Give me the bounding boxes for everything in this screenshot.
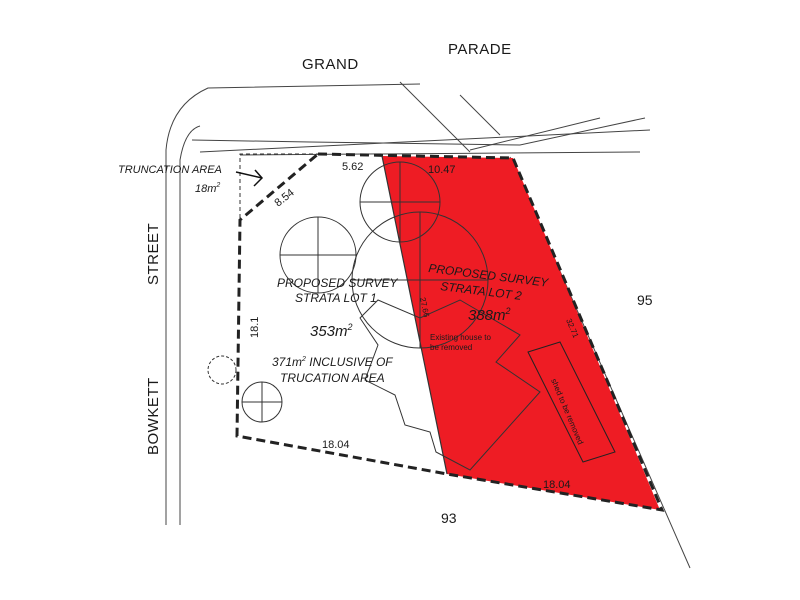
truncation-arrow: [235, 169, 264, 187]
dim-south-lot1: 18.04: [322, 439, 350, 451]
lot-divide-line: [381, 155, 448, 475]
road-name-grand: GRAND: [302, 56, 359, 73]
lot1-area: 353m2: [310, 322, 353, 340]
shed-outline: [527, 341, 616, 463]
truncation-area: 18m2: [195, 182, 220, 195]
site-boundary: [235, 152, 665, 512]
road-name-parade: PARADE: [448, 41, 512, 58]
dim-diagonal: 8.54: [272, 187, 296, 210]
road-name-street: STREET: [145, 223, 162, 285]
lot1-label-line2: STRATA LOT 1: [295, 291, 377, 305]
lot2-note-line2: be removed: [430, 343, 472, 352]
lot2-area: 388m2: [468, 306, 511, 324]
dim-west: 18.1: [249, 317, 261, 338]
road-name-bowkett: BOWKETT: [145, 377, 162, 455]
lot1-label-line1: PROPOSED SURVEY: [277, 276, 398, 290]
dim-divide: 27.66: [418, 297, 431, 319]
truncation-title: TRUNCATION AREA: [118, 164, 222, 176]
lot2-note-line1: Existing house to: [430, 333, 491, 342]
dim-top-lot1: 5.62: [342, 161, 363, 173]
lot1-inclusive-line1: 371m2 INCLUSIVE OF: [272, 355, 393, 369]
existing-house-outline: [359, 299, 541, 471]
neighbour-lot-95: 95: [637, 292, 653, 308]
tree-symbols: [207, 161, 489, 423]
dim-south-lot2: 18.04: [543, 479, 571, 491]
dim-top-lot2: 10.47: [428, 164, 456, 176]
lot-2-area: [382, 156, 660, 510]
neighbour-lot-93: 93: [441, 510, 457, 526]
lot1-inclusive-line2: TRUCATION AREA: [280, 371, 385, 385]
truncation-area-outline: [239, 153, 318, 218]
road-lines: [165, 81, 691, 569]
